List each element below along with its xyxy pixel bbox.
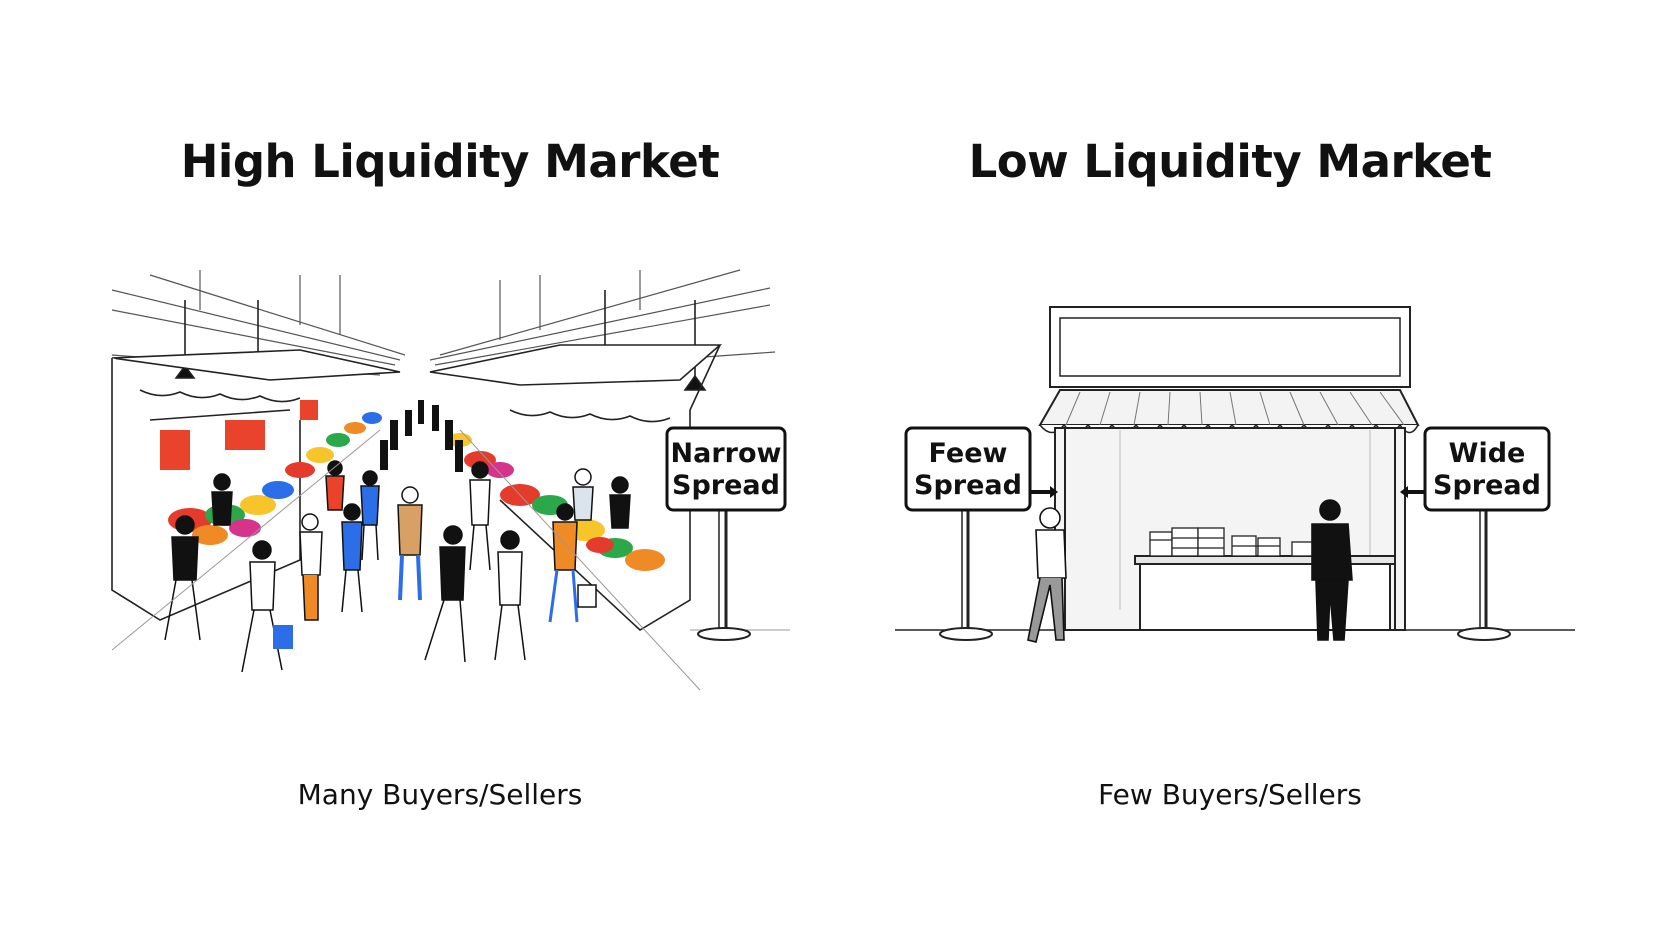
narrow-spread-sign-line2: Spread bbox=[672, 470, 780, 501]
low-liquidity-title: Low Liquidity Market bbox=[968, 135, 1492, 188]
feew-spread-sign-line1: Feew bbox=[929, 438, 1008, 469]
wide-spread-sign-line1: Wide bbox=[1449, 438, 1526, 469]
few-buyers-sellers-caption: Few Buyers/Sellers bbox=[1098, 778, 1362, 811]
narrow-spread-sign-line1: Narrow bbox=[671, 438, 782, 469]
busy-market-illustration bbox=[111, 269, 790, 691]
walking-customer bbox=[1027, 507, 1067, 643]
crowd-of-people bbox=[164, 400, 631, 673]
wide-spread-sign-line2: Spread bbox=[1433, 470, 1541, 501]
feew-spread-sign-line2: Spread bbox=[914, 470, 1022, 501]
standing-shopkeeper bbox=[1311, 499, 1353, 641]
many-buyers-sellers-caption: Many Buyers/Sellers bbox=[297, 778, 583, 811]
feew-spread-sign: Feew Spread bbox=[904, 426, 1058, 641]
high-liquidity-title: High Liquidity Market bbox=[180, 135, 720, 188]
wide-spread-sign: Wide Spread bbox=[1400, 426, 1551, 641]
narrow-spread-sign: Narrow Spread bbox=[665, 426, 787, 641]
